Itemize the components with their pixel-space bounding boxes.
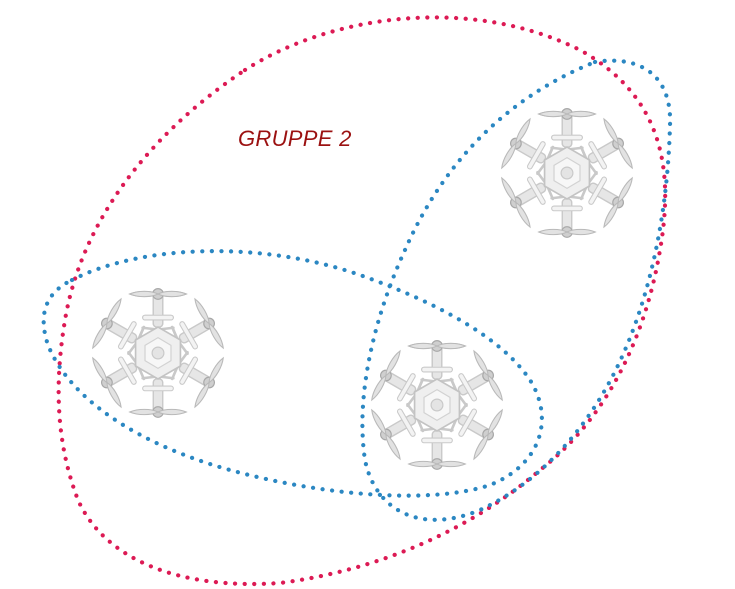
- group-label: GRUPPE 2: [238, 126, 352, 151]
- pair-hull-upper-right: [360, 58, 673, 522]
- hexacopter-icon-drone-left: [88, 289, 228, 418]
- hexacopter-icon-drone-upper-right: [497, 109, 637, 238]
- pair-hull-left: [41, 249, 544, 498]
- group-2-hull: [56, 15, 668, 587]
- hexacopter-icon-drone-center: [367, 341, 507, 470]
